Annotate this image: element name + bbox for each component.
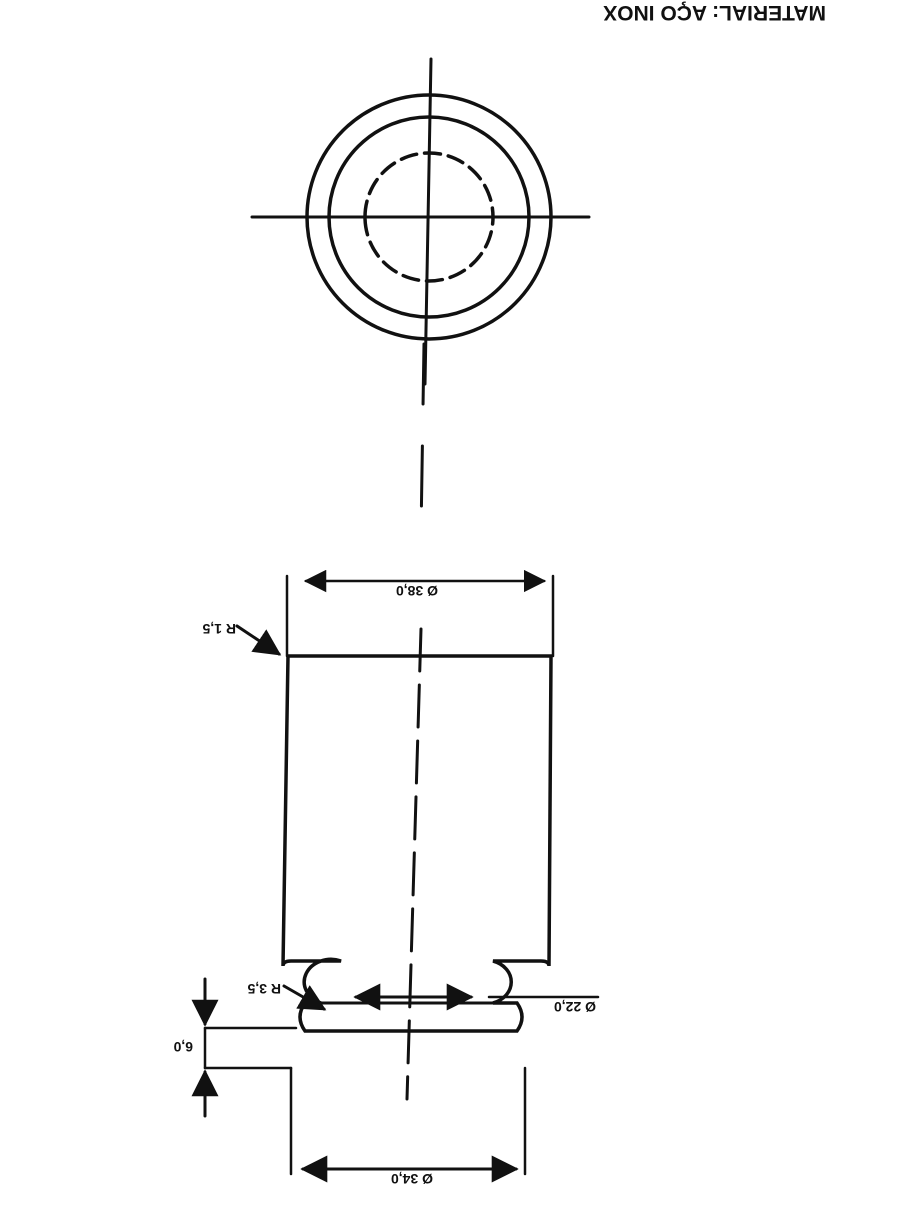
material-note: MATERIAL: AÇO INOX [603, 1, 826, 24]
flange-height-label: 6,0 [173, 1039, 193, 1055]
top-radius-leader [235, 624, 282, 656]
base-diameter-label: Ø 34,0 [391, 1171, 433, 1187]
neck-radius-label: R 3,5 [247, 981, 281, 997]
projection-centerline [419, 342, 426, 536]
part-outline [281, 654, 553, 1033]
neck-radius-leader [282, 984, 327, 1011]
neck-radius-dimension: R 3,5 [247, 981, 327, 1011]
top-diameter-dimension: Ø 38,0 [285, 569, 555, 658]
top-diameter-label: Ø 38,0 [396, 583, 438, 599]
base-diameter-dimension: Ø 34,0 [289, 1066, 527, 1187]
flange-height-dimension: 6,0 [173, 977, 298, 1118]
front-view-centerline [405, 627, 423, 1101]
top-view-vertical-axis [423, 57, 433, 386]
top-radius-dimension: R 1,5 [202, 621, 282, 656]
top-view [250, 57, 591, 386]
front-view [281, 627, 553, 1101]
top-radius-label: R 1,5 [202, 621, 236, 637]
neck-diameter-dimension: Ø 22,0 [353, 983, 600, 1015]
neck-diameter-label: Ø 22,0 [554, 999, 596, 1015]
